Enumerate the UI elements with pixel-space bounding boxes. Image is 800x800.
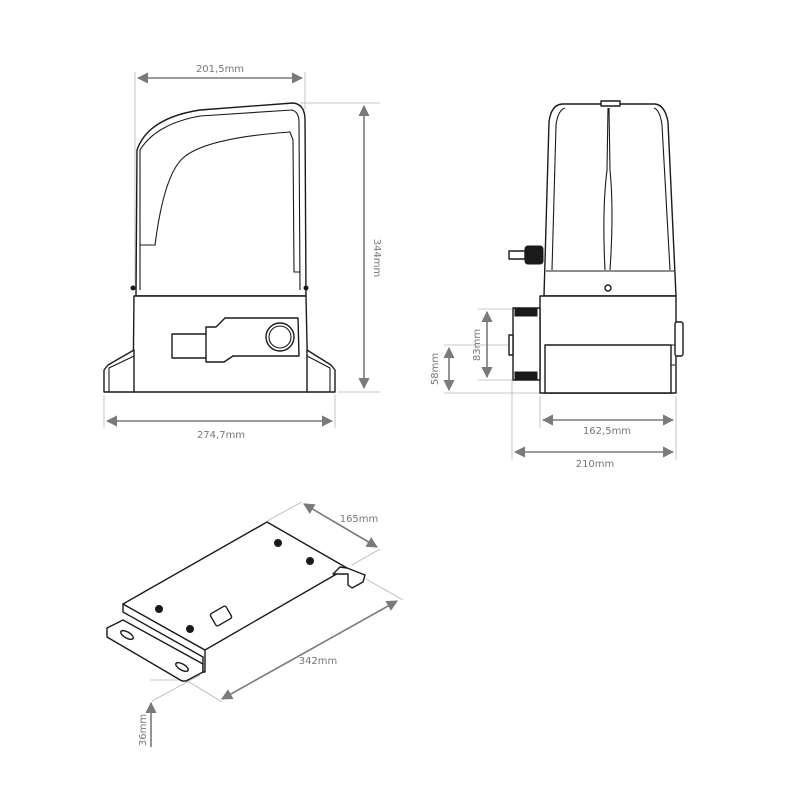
mounting-hole	[306, 557, 314, 565]
release-key-stub	[171, 333, 209, 359]
base-plate-view: 165mm 342mm 36mm	[106, 501, 404, 747]
dim-width-top: 201,5mm	[196, 64, 244, 75]
dim-width-base: 274,7mm	[197, 430, 245, 441]
mounting-hole	[155, 605, 163, 613]
side-knob	[674, 321, 684, 357]
dim-plate-length: 342mm	[299, 656, 338, 667]
front-view: 201,5mm 344mm 274,7mm	[103, 64, 382, 441]
right-bracket	[332, 566, 366, 589]
dim-plate-width: 165mm	[340, 514, 379, 525]
mounting-hole	[274, 539, 282, 547]
side-view: 83mm 58mm 162,5mm 210mm	[430, 100, 684, 470]
front-cover	[135, 102, 307, 297]
cable-gland-icon	[508, 245, 544, 265]
dim-motor-offset: 58mm	[430, 353, 441, 385]
motor-flange	[508, 307, 541, 381]
dim-plate-height: 36mm	[138, 714, 149, 746]
mounting-hole	[186, 625, 194, 633]
right-foot	[306, 349, 336, 393]
dim-motor-height: 83mm	[472, 329, 483, 361]
screw-icon	[604, 284, 612, 292]
release-lock-icon[interactable]	[265, 322, 295, 352]
side-cover	[543, 103, 677, 297]
dim-total-depth: 210mm	[576, 459, 615, 470]
dim-height: 344mm	[371, 239, 382, 278]
dim-base-depth: 162,5mm	[583, 426, 631, 437]
left-foot	[103, 349, 135, 393]
